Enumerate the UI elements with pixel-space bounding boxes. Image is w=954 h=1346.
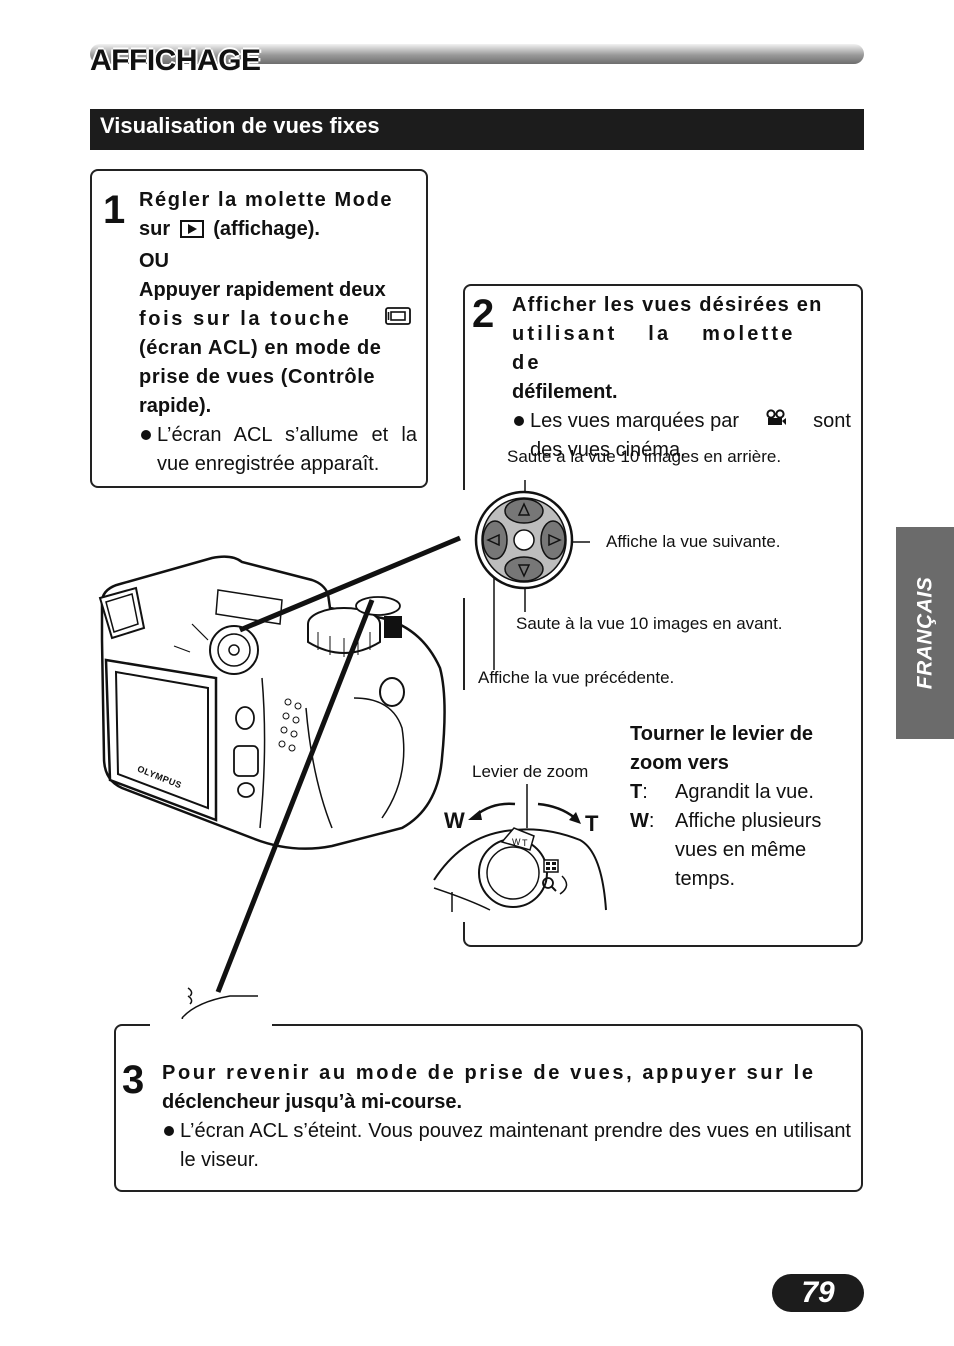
svg-text:W: W (512, 837, 521, 847)
step1-line6: prise de vues (Contrôle (139, 366, 376, 388)
step1-number: 1 (103, 188, 126, 232)
zoom-w-row: W: Affiche plusieurs vues en même temps. (630, 807, 852, 894)
zoom-w-desc: Affiche plusieurs vues en même temps. (675, 810, 822, 890)
step1-line5: (écran ACL) en mode de (139, 337, 382, 359)
step2-bullet-b: sont (813, 410, 851, 432)
step2-border-gap-2 (458, 690, 472, 922)
step1-text: Régler la molette Mode sur (affichage). … (139, 186, 417, 479)
step2-number: 2 (472, 292, 495, 336)
step3-bullet: L’écran ACL s’éteint. Vous pouvez mainte… (162, 1117, 851, 1175)
step2-bullet-c: des vues cinéma. (530, 439, 686, 461)
step3-line2: déclencheur jusqu’à mi-course. (162, 1091, 463, 1113)
label-arrow-up: Saute à la vue 10 images en arrière. (507, 447, 782, 466)
step1-line2b: (affichage). (213, 218, 320, 240)
movie-icon (765, 407, 787, 436)
step1-line4: fois sur la touche (139, 305, 417, 334)
language-tab-label: FRANÇAIS (913, 576, 936, 690)
page-number-badge: 79 (772, 1274, 864, 1312)
step3-border-gap (150, 1019, 272, 1031)
step3-text: Pour revenir au mode de prise de vues, a… (162, 1059, 851, 1175)
zoom-t-key: T: (630, 781, 648, 803)
zoom-text: Tourner le levier de zoom vers T: Agrand… (630, 720, 852, 894)
step2-line2: utilisant la molette de (512, 323, 796, 374)
step3-line1: Pour revenir au mode de prise de vues, a… (162, 1062, 816, 1084)
section-bar (90, 109, 864, 150)
lcd-monitor-icon (385, 305, 411, 334)
step1-line2a: sur (139, 218, 171, 240)
play-icon (179, 218, 204, 247)
step2-line3: défilement. (512, 381, 618, 403)
step3-number: 3 (122, 1058, 145, 1102)
zoom-title-2: zoom vers (630, 752, 729, 774)
step1-line2: sur (affichage). (139, 215, 417, 247)
zoom-t-row: T: Agrandit la vue. (630, 778, 852, 807)
zoom-t-desc: Agrandit la vue. (675, 781, 814, 803)
w-letter: W (444, 808, 465, 833)
step2-text: Afficher les vues désirées en utilisant … (512, 291, 851, 465)
label-arrow-left: Affiche la vue précédente. (478, 668, 675, 687)
page-number: 79 (801, 1276, 835, 1309)
svg-text:T: T (522, 838, 528, 848)
step1-line3: Appuyer rapidement deux (139, 279, 386, 301)
t-letter: T (585, 811, 599, 836)
zoom-title-1: Tourner le levier de (630, 723, 814, 745)
step2-border-gap (458, 490, 472, 598)
label-arrow-right: Affiche la vue suivante. (606, 532, 781, 551)
pointer-lines (215, 535, 461, 993)
step1-or: OU (139, 250, 169, 272)
zoom-w-key: W: (630, 810, 655, 832)
step3-box (114, 1024, 863, 1192)
step2-bullet-a: Les vues marquées par (530, 410, 740, 432)
zoom-lever-label: Levier de zoom (472, 762, 589, 781)
step1-line1: Régler la molette Mode (139, 189, 394, 211)
header-bar (90, 44, 864, 64)
step1-bullet: L’écran ACL s’allume et la vue enregistr… (139, 421, 417, 479)
step1-line7: rapide). (139, 395, 212, 417)
step2-bullet: Les vues marquées par sont (512, 407, 851, 436)
label-arrow-down: Saute à la vue 10 images en avant. (516, 614, 783, 633)
section-title: Visualisation de vues fixes (100, 113, 380, 138)
page-title: AFFICHAGE (90, 44, 261, 77)
step1-line4a: fois sur la touche (139, 308, 352, 330)
zoom-lever-illustration: W T (433, 784, 607, 912)
step2-line1: Afficher les vues désirées en (512, 294, 823, 316)
language-tab (896, 527, 954, 739)
arrow-pad-diagram (474, 480, 590, 670)
